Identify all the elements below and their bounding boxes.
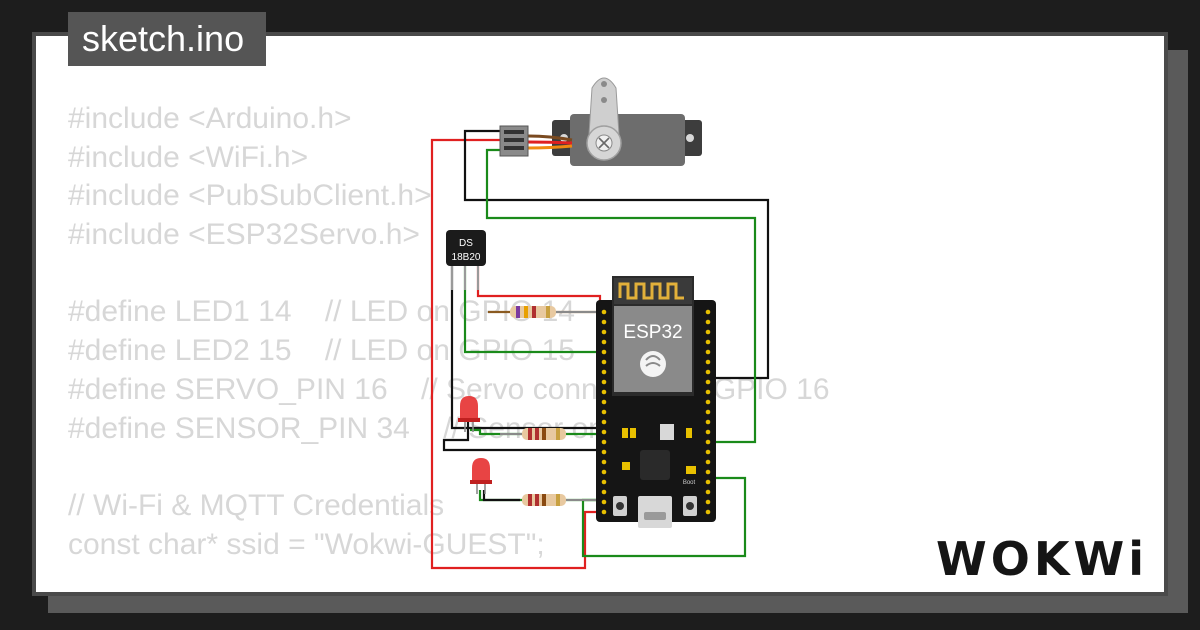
esp32-board[interactable]: ESP32 Boot bbox=[596, 276, 716, 528]
resistor-1[interactable] bbox=[510, 306, 600, 318]
resistor-2[interactable] bbox=[500, 428, 566, 440]
code-line: #include <ESP32Servo.h> bbox=[68, 218, 420, 252]
boot-label: Boot bbox=[683, 480, 696, 486]
code-line: #include <PubSubClient.h> bbox=[68, 179, 432, 213]
servo-connector bbox=[499, 125, 529, 157]
chip bbox=[640, 450, 670, 480]
sensor-label-line2: 18B20 bbox=[452, 252, 481, 263]
code-line: #define LED2 15 // LED on GPIO 15 bbox=[68, 334, 575, 368]
ds18b20-sensor[interactable]: DS 18B20 bbox=[446, 230, 486, 290]
led-1[interactable] bbox=[458, 396, 480, 432]
code-line: #include <Arduino.h> bbox=[68, 102, 352, 135]
wire-led2-black[interactable] bbox=[482, 490, 520, 502]
wokwi-logo: WOKWi bbox=[936, 532, 1148, 586]
code-line: #define LED1 14 // LED on GPIO 14 bbox=[68, 295, 575, 329]
code-line: // Wi-Fi & MQTT Credentials bbox=[68, 488, 445, 522]
code-line: #include <WiFi.h> bbox=[68, 140, 309, 174]
file-tab[interactable]: sketch.ino bbox=[68, 12, 267, 66]
wire-red-power[interactable] bbox=[430, 138, 600, 570]
board-label: ESP32 bbox=[623, 322, 682, 343]
wire-sensor-green[interactable] bbox=[463, 264, 600, 354]
wire-green-signal[interactable] bbox=[485, 148, 757, 444]
code-line: const char* ssid = "Wokwi-GUEST"; bbox=[68, 527, 545, 561]
resistor-3[interactable] bbox=[522, 494, 600, 506]
wire-led1-black[interactable] bbox=[442, 420, 600, 452]
led-2[interactable] bbox=[470, 458, 492, 494]
wire-black-ground[interactable] bbox=[463, 129, 770, 380]
servo-motor[interactable] bbox=[527, 77, 702, 166]
sensor-label-line1: DS bbox=[459, 238, 473, 249]
header-pins bbox=[601, 309, 711, 515]
wire-sensor-red[interactable] bbox=[476, 264, 602, 312]
